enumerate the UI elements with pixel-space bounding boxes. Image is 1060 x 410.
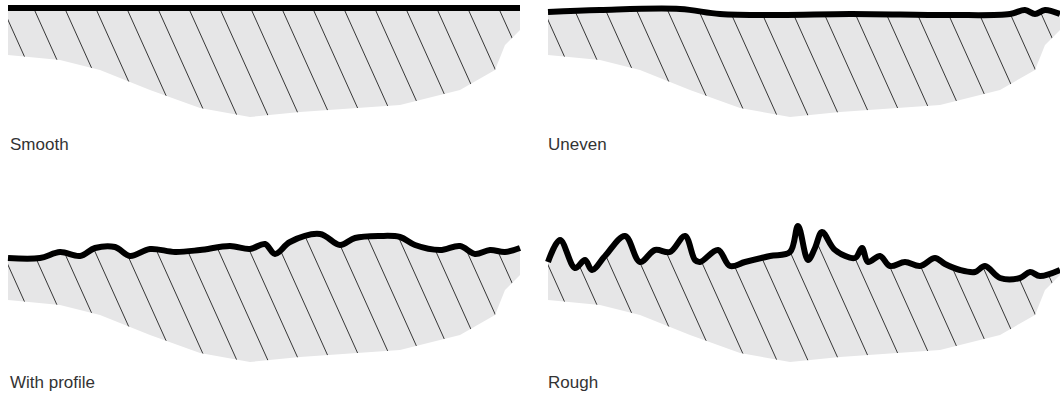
- hatching: [428, 205, 1060, 405]
- surface-profile: [8, 234, 520, 259]
- surface-panel: [428, 0, 1060, 160]
- panel-label: With profile: [10, 373, 95, 393]
- hatching: [0, 0, 629, 160]
- panel-label: Rough: [548, 373, 598, 393]
- hatching: [0, 205, 629, 405]
- material-body: [548, 226, 1060, 362]
- surface-profile: [548, 226, 1060, 279]
- surface-panel: [0, 205, 629, 405]
- hatching: [428, 0, 1060, 160]
- surface-profile: [548, 9, 1060, 16]
- material-body: [8, 8, 520, 117]
- surface-panel: [0, 0, 629, 160]
- surface-profile: [8, 5, 520, 11]
- panel-label: Smooth: [10, 135, 69, 155]
- panel-label: Uneven: [548, 135, 607, 155]
- surface-panel: [428, 205, 1060, 405]
- material-body: [548, 9, 1060, 117]
